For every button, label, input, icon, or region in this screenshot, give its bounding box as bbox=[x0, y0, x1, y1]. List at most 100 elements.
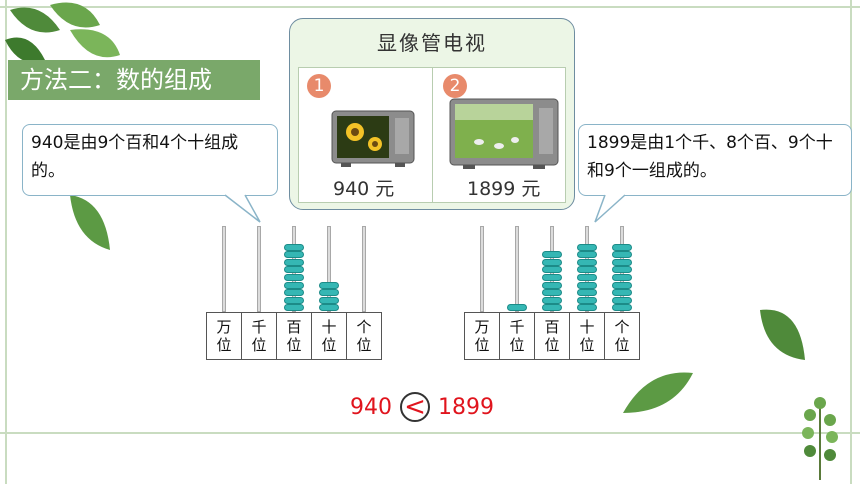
bubble-right-text: 1899是由1个千、8个百、9个十和9个一组成的。 bbox=[587, 133, 833, 181]
abacus-right: 万位 千位 百位 十位 个位 bbox=[464, 220, 646, 360]
place-label-top: 千 bbox=[509, 318, 525, 336]
abacus-bead bbox=[319, 281, 339, 289]
tv-panel: 显像管电视 1 940 元 2 1899 元 bbox=[289, 18, 575, 210]
abacus-rod bbox=[515, 226, 519, 312]
abacus-rod bbox=[222, 226, 226, 312]
abacus-bead bbox=[612, 251, 632, 259]
place-ge: 个位 bbox=[346, 312, 382, 360]
abacus-bead bbox=[542, 304, 562, 312]
place-ge: 个位 bbox=[604, 312, 640, 360]
place-label-top: 十 bbox=[579, 318, 595, 336]
abacus-bead bbox=[542, 289, 562, 297]
place-shi: 十位 bbox=[569, 312, 605, 360]
tv-divider bbox=[432, 68, 433, 202]
abacus-bead bbox=[612, 243, 632, 251]
place-label-top: 千 bbox=[251, 318, 267, 336]
frame-left-line bbox=[5, 0, 7, 484]
place-qian: 千位 bbox=[499, 312, 535, 360]
abacus-left: 万位 千位 百位 十位 个位 bbox=[206, 220, 388, 360]
abacus-bead bbox=[542, 296, 562, 304]
place-label-top: 万 bbox=[474, 318, 490, 336]
abacus-bead bbox=[542, 266, 562, 274]
abacus-bead bbox=[577, 251, 597, 259]
place-label-bottom: 位 bbox=[544, 336, 560, 354]
abacus-bead bbox=[284, 251, 304, 259]
place-label-bottom: 位 bbox=[251, 336, 267, 354]
bubble-left-tail bbox=[225, 194, 261, 223]
comparison-left-number: 940 bbox=[350, 394, 392, 420]
abacus-bead bbox=[577, 243, 597, 251]
place-label-bottom: 位 bbox=[356, 336, 372, 354]
comparison-right-number: 1899 bbox=[438, 394, 494, 420]
abacus-bead bbox=[612, 274, 632, 281]
abacus-bead bbox=[577, 304, 597, 312]
method-title: 方法二：数的组成 bbox=[8, 60, 260, 100]
leaf-decoration-mid-left bbox=[70, 195, 110, 250]
frame-right-line bbox=[850, 0, 852, 484]
abacus-bead bbox=[284, 258, 304, 266]
abacus-bead bbox=[577, 296, 597, 304]
abacus-bead bbox=[612, 289, 632, 297]
less-than-sign: < bbox=[404, 392, 426, 422]
place-label-bottom: 位 bbox=[474, 336, 490, 354]
place-label-bottom: 位 bbox=[216, 336, 232, 354]
abacus-bead bbox=[319, 296, 339, 304]
abacus-bead bbox=[612, 304, 632, 312]
leaf-decoration-right bbox=[760, 309, 805, 360]
leaf-decoration-top-left bbox=[5, 2, 120, 63]
place-label-bottom: 位 bbox=[614, 336, 630, 354]
place-qian: 千位 bbox=[241, 312, 277, 360]
abacus-rod bbox=[257, 226, 261, 312]
place-label-top: 十 bbox=[321, 318, 337, 336]
abacus-bead bbox=[542, 258, 562, 266]
abacus-bead bbox=[284, 266, 304, 274]
place-label-bottom: 位 bbox=[321, 336, 337, 354]
abacus-bead bbox=[284, 243, 304, 251]
abacus-bead bbox=[577, 274, 597, 281]
abacus-bead bbox=[612, 281, 632, 289]
place-wan: 万位 bbox=[464, 312, 500, 360]
place-label-top: 个 bbox=[614, 318, 630, 336]
abacus-bead bbox=[577, 266, 597, 274]
frame-top-line bbox=[0, 6, 860, 8]
comparison: 940 < 1899 bbox=[350, 392, 494, 422]
abacus-bead bbox=[577, 281, 597, 289]
abacus-bead bbox=[319, 304, 339, 312]
abacus-left-labels: 万位 千位 百位 十位 个位 bbox=[206, 312, 382, 360]
abacus-bead bbox=[284, 281, 304, 289]
abacus-bead bbox=[612, 258, 632, 266]
abacus-right-labels: 万位 千位 百位 十位 个位 bbox=[464, 312, 640, 360]
frame-bottom-line bbox=[0, 432, 860, 434]
tv-1-image bbox=[331, 110, 415, 167]
tv-items: 1 940 元 2 1899 元 bbox=[298, 67, 566, 203]
tv-2-image bbox=[449, 98, 559, 169]
abacus-rod bbox=[327, 226, 331, 312]
abacus-bead bbox=[542, 251, 562, 259]
abacus-rod bbox=[480, 226, 484, 312]
bubble-left-text: 940是由9个百和4个十组成的。 bbox=[31, 133, 239, 181]
abacus-bead bbox=[507, 304, 527, 312]
place-shi: 十位 bbox=[311, 312, 347, 360]
bubble-right-tail bbox=[594, 194, 626, 223]
abacus-bead bbox=[612, 296, 632, 304]
tv-item-1-price: 940 元 bbox=[333, 178, 395, 200]
place-wan: 万位 bbox=[206, 312, 242, 360]
abacus-bead bbox=[577, 289, 597, 297]
tv-panel-title: 显像管电视 bbox=[377, 31, 487, 55]
abacus-bead bbox=[577, 258, 597, 266]
bubble-left: 940是由9个百和4个十组成的。 bbox=[22, 124, 278, 196]
place-bai: 百位 bbox=[534, 312, 570, 360]
comparison-symbol: < bbox=[400, 392, 430, 422]
place-bai: 百位 bbox=[276, 312, 312, 360]
abacus-bead bbox=[612, 266, 632, 274]
place-label-bottom: 位 bbox=[509, 336, 525, 354]
abacus-bead bbox=[284, 274, 304, 281]
abacus-bead bbox=[284, 304, 304, 312]
tv-item-1-number: 1 bbox=[307, 74, 331, 98]
tv-item-2-number: 2 bbox=[443, 74, 467, 98]
leaf-decoration-bottom-right bbox=[802, 397, 838, 480]
abacus-bead bbox=[284, 289, 304, 297]
place-label-top: 个 bbox=[356, 318, 372, 336]
abacus-bead bbox=[542, 281, 562, 289]
bubble-right: 1899是由1个千、8个百、9个十和9个一组成的。 bbox=[578, 124, 852, 196]
